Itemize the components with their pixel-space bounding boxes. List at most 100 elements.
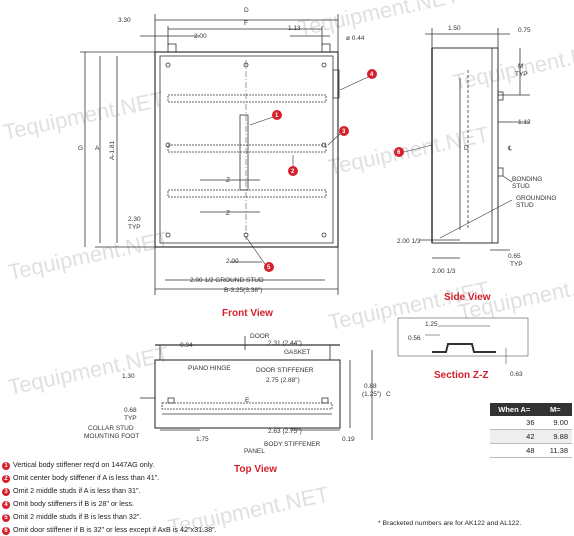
side-dim-cl: ℄ [507, 145, 513, 152]
note-text: Vertical body stiffener req'd on 1447AG … [13, 460, 155, 469]
svg-text:5: 5 [267, 265, 271, 271]
table-cell: 42 [490, 429, 539, 444]
side-view-title: Side View [444, 292, 491, 303]
top-dim-094: 0.94 [180, 342, 193, 349]
top-door: DOOR [250, 333, 270, 340]
callout-3 [339, 126, 349, 136]
dim-200b: 2.00 [226, 258, 239, 265]
dim-ground: 2.00 1/2 GROUND STUD [190, 277, 264, 284]
side-dim-typ: TYP [515, 71, 528, 78]
section-dim-labels: 1.25 0.56 0.63 [408, 321, 523, 378]
top-dim-typ: TYP [124, 415, 137, 422]
table-row: 42 9.88 [490, 429, 572, 444]
note-number: 5 [2, 514, 10, 522]
section-dim-063: 0.63 [510, 371, 523, 378]
watermark: Tequipment.NET [451, 36, 574, 95]
callout-5 [264, 262, 274, 272]
note-text: Omit center body stiffener if A is less … [13, 473, 160, 482]
note-number: 1 [2, 462, 10, 470]
side-dim-065: 0.65 [508, 253, 521, 260]
front-view-title: Front View [222, 308, 273, 319]
top-stiff: DOOR STIFFENER [256, 367, 314, 374]
table-header: When A= [490, 403, 539, 416]
note-number: 6 [2, 527, 10, 535]
top-foot: MOUNTING FOOT [84, 433, 139, 440]
top-dim-088: 0.88 [364, 383, 377, 390]
svg-text:6: 6 [397, 150, 401, 156]
dim-f: F [244, 20, 248, 27]
dim-b: B-3.25(3.38") [224, 287, 262, 294]
top-dim-263: 2.63 (2.75") [268, 428, 302, 435]
side-grounding: GROUNDING [516, 195, 556, 202]
table-cell: 9.00 [538, 416, 572, 430]
side-callouts: 6 [394, 144, 513, 239]
side-stud2: STUD [516, 202, 534, 209]
footnote: * Bracketed numbers are for AK122 and AL… [378, 520, 522, 527]
callout-2 [288, 166, 298, 176]
note-number: 2 [2, 475, 10, 483]
side-stud: STUD [512, 183, 530, 190]
table-cell: 11.38 [538, 443, 572, 458]
table-cell: 9.88 [538, 429, 572, 444]
side-dim-200: 2.00 1/3 [397, 238, 421, 245]
dim-044: ø 0.44 [346, 35, 365, 42]
svg-text:2: 2 [291, 169, 295, 175]
note-text: Omit 2 middle studs if A is less than 31… [13, 486, 141, 495]
dim-a: A [95, 145, 100, 152]
callout-1 [272, 110, 282, 120]
dim-330: 3.30 [118, 17, 131, 24]
callout-6 [394, 147, 404, 157]
table-cell: 48 [490, 443, 539, 458]
section-dim-125: 1.25 [425, 321, 438, 328]
watermark: Tequipment.NET [6, 341, 171, 400]
dim-typ: TYP [128, 224, 141, 231]
dim-230: 2.30 [128, 216, 141, 223]
front-view [80, 14, 340, 295]
top-dim-130: 1.30 [122, 373, 135, 380]
top-collar: COLLAR STUD [88, 425, 134, 432]
table-row: 48 11.38 [490, 443, 572, 458]
svg-text:1: 1 [275, 113, 279, 119]
note-number: 3 [2, 488, 10, 496]
watermark: Tequipment.NET [6, 226, 171, 285]
dim-z: Z [226, 177, 230, 184]
top-dim-231: 2.31 (2.44") [268, 340, 302, 347]
side-dim-112: 1.12 [518, 119, 531, 126]
top-dim-labels: DOOR 0.94 2.31 (2.44") GASKET PIANO HING… [84, 333, 391, 455]
note-text: Omit 2 middle studs if B is less than 32… [13, 512, 142, 521]
side-bonding: BONDING [512, 176, 542, 183]
svg-text:3: 3 [342, 129, 346, 135]
top-dim-019: 0.19 [342, 436, 355, 443]
side-dim-typ2: TYP [510, 261, 523, 268]
top-dim-275: 2.75 (2.88") [266, 377, 300, 384]
watermark: Tequipment.NET [1, 86, 166, 145]
dim-d: D [244, 7, 249, 14]
top-dim-175: 1.75 [196, 436, 209, 443]
top-view [140, 336, 373, 440]
top-dim-068: 0.68 [124, 407, 137, 414]
table-row: 36 9.00 [490, 416, 572, 430]
callout-4 [367, 69, 377, 79]
table-cell: 36 [490, 416, 539, 430]
table-header: M= [538, 403, 572, 416]
m-dimension-table: When A= M= 36 9.00 42 9.88 48 11.38 [490, 403, 572, 458]
top-panel: PANEL [244, 448, 265, 455]
front-dim-labels: D F 3.30 2.00 1.13 ø 0.44 G A A-1.81 2.3… [78, 7, 365, 294]
svg-text:4: 4 [370, 72, 374, 78]
note-number: 4 [2, 501, 10, 509]
top-dim-e: E [245, 397, 250, 404]
side-dim-d: D [464, 145, 469, 152]
note-text: Omit door stiffener if B is 32" or less … [13, 525, 217, 534]
dim-200: 2.00 [194, 33, 207, 40]
section-title: Section Z-Z [434, 370, 488, 381]
top-dim-c: C [386, 391, 391, 398]
side-dim-m: M [518, 63, 523, 70]
